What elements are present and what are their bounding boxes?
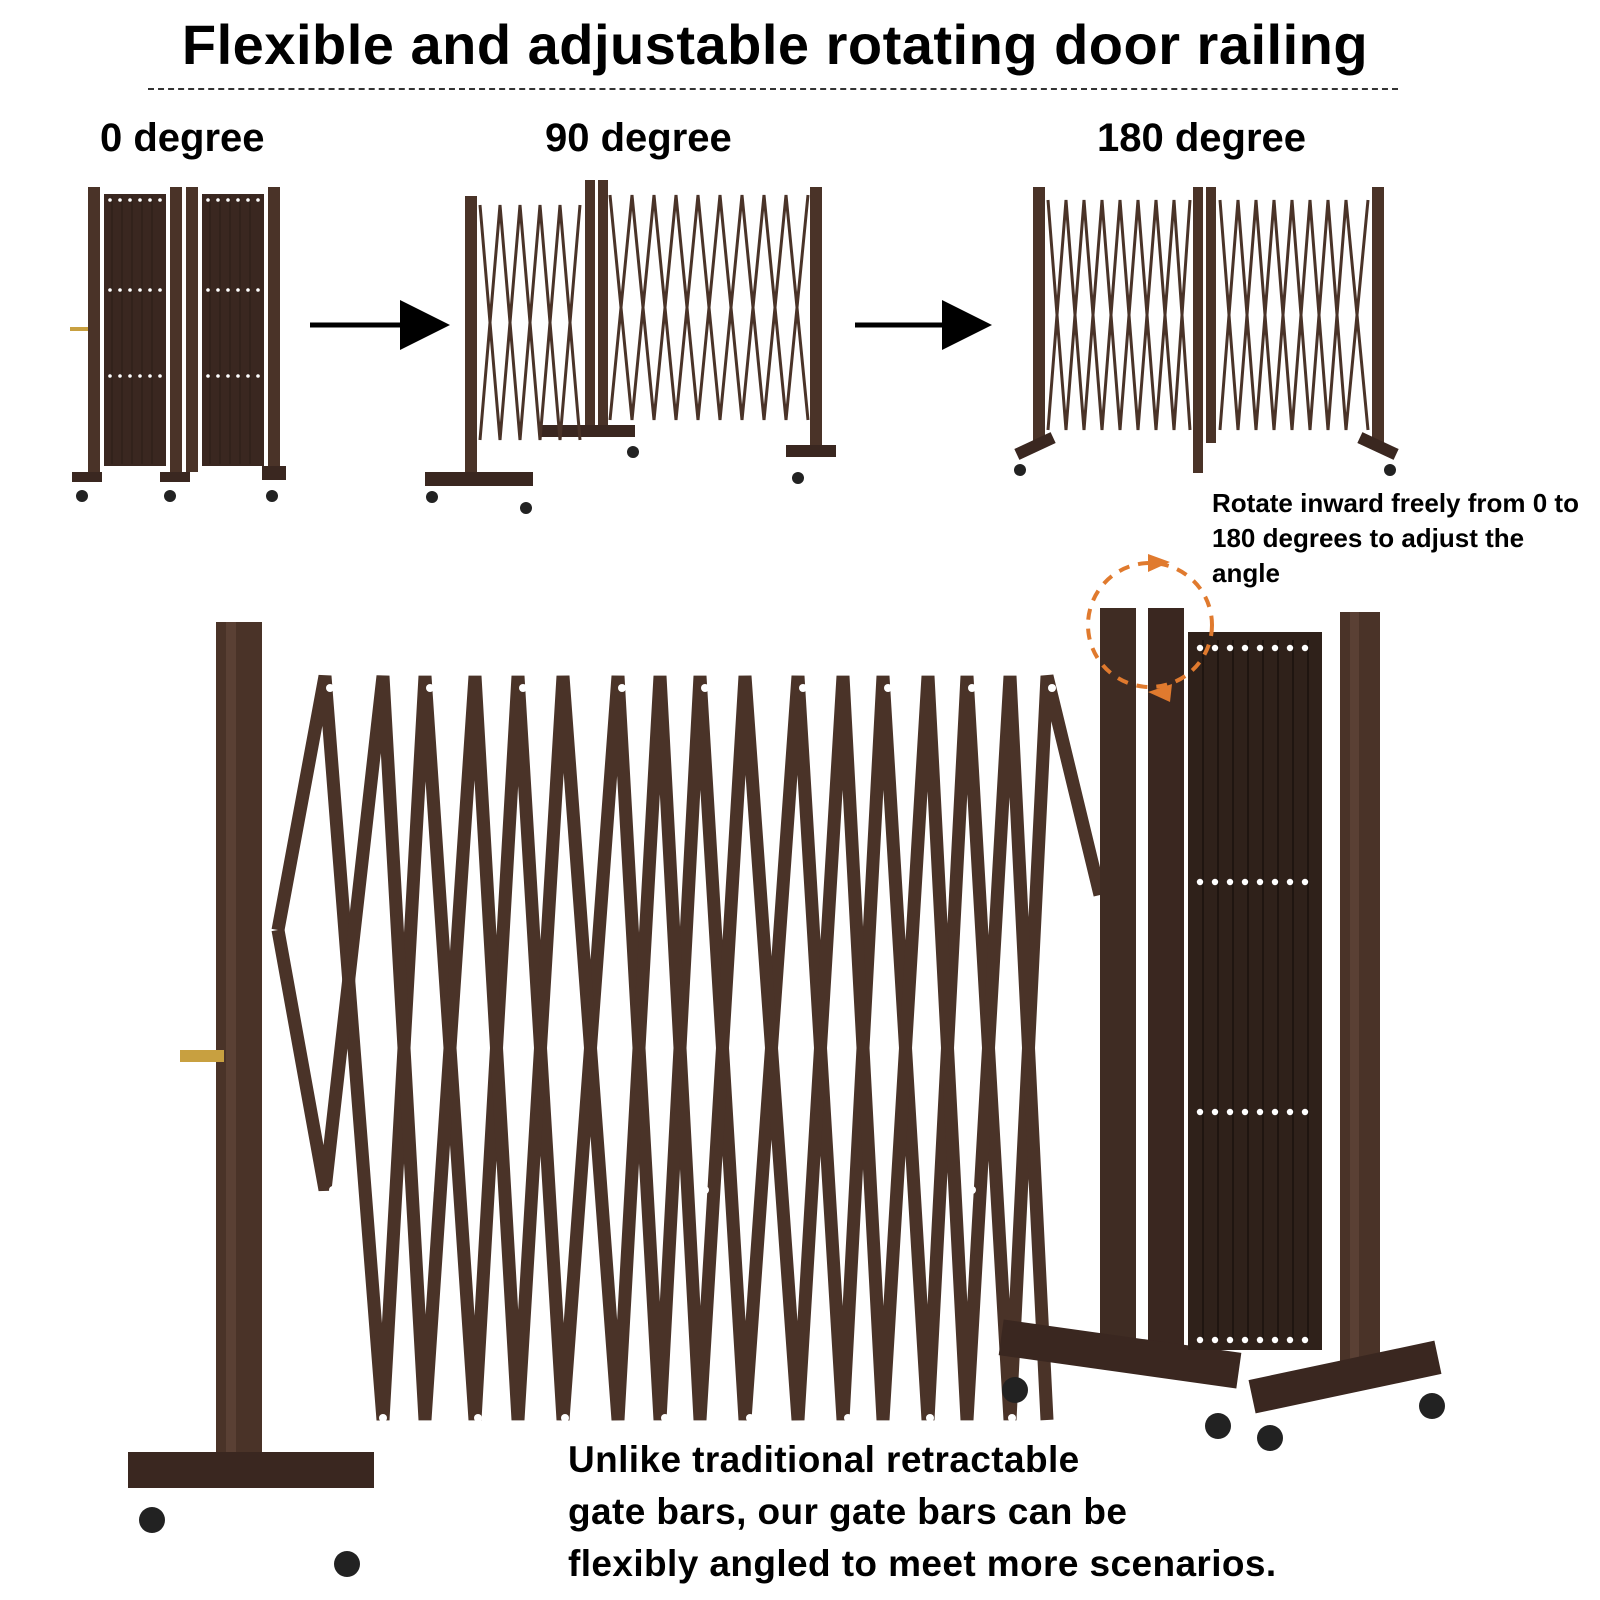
label-90-degree: 90 degree	[545, 116, 732, 160]
caption-line-2: gate bars, our gate bars can be	[568, 1491, 1128, 1532]
gate-0-degree	[70, 187, 286, 502]
caption-line-1: Unlike traditional retractable	[568, 1439, 1080, 1480]
gate-90-degree	[425, 180, 836, 514]
caption-line-3: flexibly angled to meet more scenarios.	[568, 1543, 1277, 1584]
rotation-arrow-icon	[1086, 554, 1214, 702]
title-divider	[148, 88, 1398, 90]
main-gate	[128, 608, 1445, 1577]
caption: Unlike traditional retractable gate bars…	[568, 1434, 1578, 1590]
label-180-degree: 180 degree	[1097, 116, 1307, 160]
page-title: Flexible and adjustable rotating door ra…	[181, 13, 1369, 76]
label-0-degree: 0 degree	[100, 116, 265, 160]
rotation-note: Rotate inward freely from 0 to 180 degre…	[1212, 488, 1579, 588]
gate-180-degree	[1014, 187, 1399, 476]
